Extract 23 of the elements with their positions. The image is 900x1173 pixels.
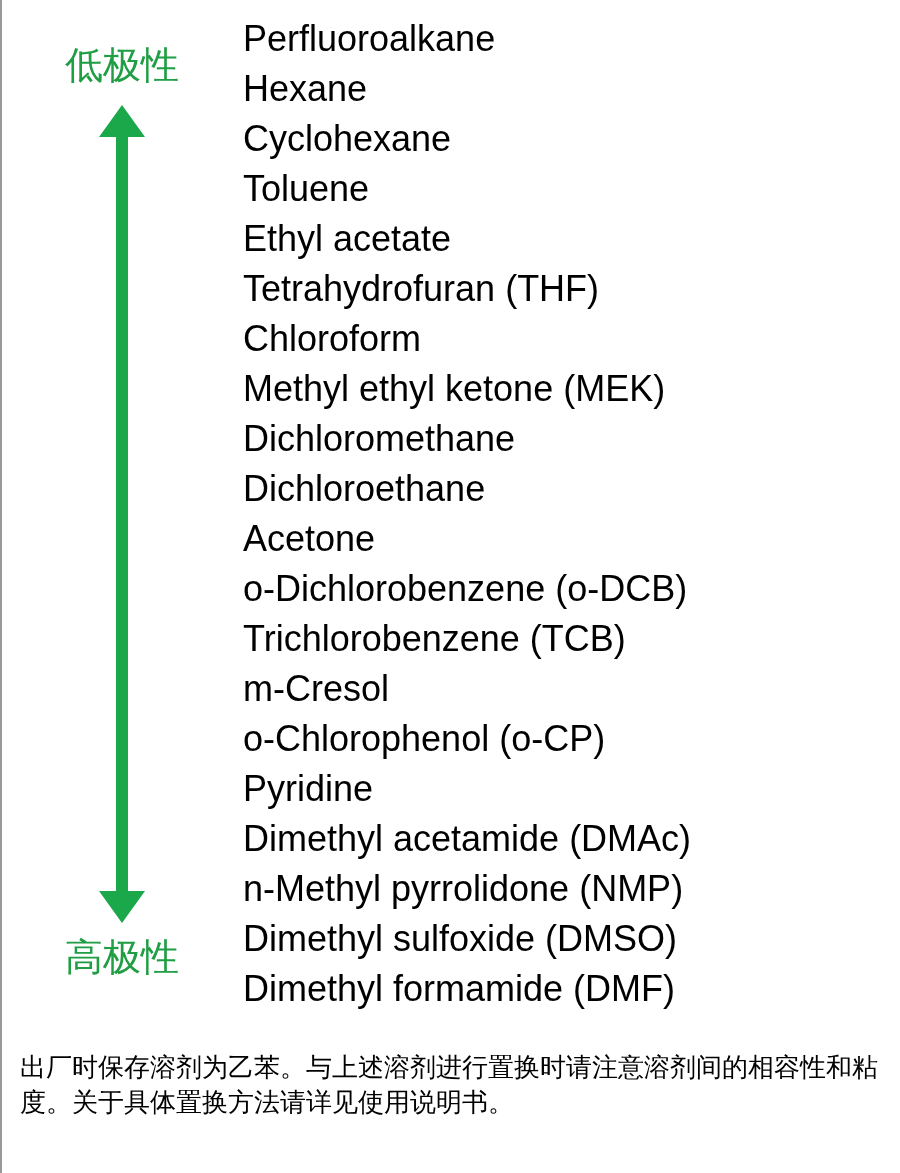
solvent-name: Tetrahydrofuran (THF) (243, 267, 601, 311)
solvent-name: Dimethyl formamide (DMF) (243, 967, 677, 1011)
footnote: 出厂时保存溶剂为乙苯。与上述溶剂进行置换时请注意溶剂间的相容性和粘度。关于具体置换方法请详见使用说明书。 (20, 1051, 879, 1119)
solvent-name: Methyl ethyl ketone (MEK) (243, 367, 667, 411)
solvent-name: Trichlorobenzene (TCB) (243, 617, 627, 661)
solvent-name: Dichloromethane (243, 417, 517, 461)
solvent-name: Dimethyl acetamide (DMAc) (243, 817, 692, 861)
solvent-name: Toluene (243, 167, 371, 211)
solvent-name: Dimethyl sulfoxide (DMSO) (243, 917, 679, 961)
solvent-name: m-Cresol (243, 667, 390, 711)
solvent-name: Ethyl acetate (243, 217, 453, 261)
solvent-name: Pyridine (243, 767, 375, 811)
solvent-name: Cyclohexane (243, 117, 453, 161)
solvent-name: Perfluoroalkane (243, 17, 497, 61)
solvent-name: n-Methyl pyrrolidone (NMP) (243, 867, 685, 911)
solvent-name: Chloroform (243, 317, 423, 361)
solvent-name: o-Dichlorobenzene (o-DCB) (243, 567, 689, 611)
solvent-name: Hexane (243, 67, 369, 111)
solvent-name: Acetone (243, 517, 377, 561)
solvent-name: o-Chlorophenol (o-CP) (243, 717, 607, 761)
solvent-name: Dichloroethane (243, 467, 487, 511)
polarity-label: 高极性 (64, 934, 180, 981)
polarity-label: 低极性 (64, 42, 180, 89)
